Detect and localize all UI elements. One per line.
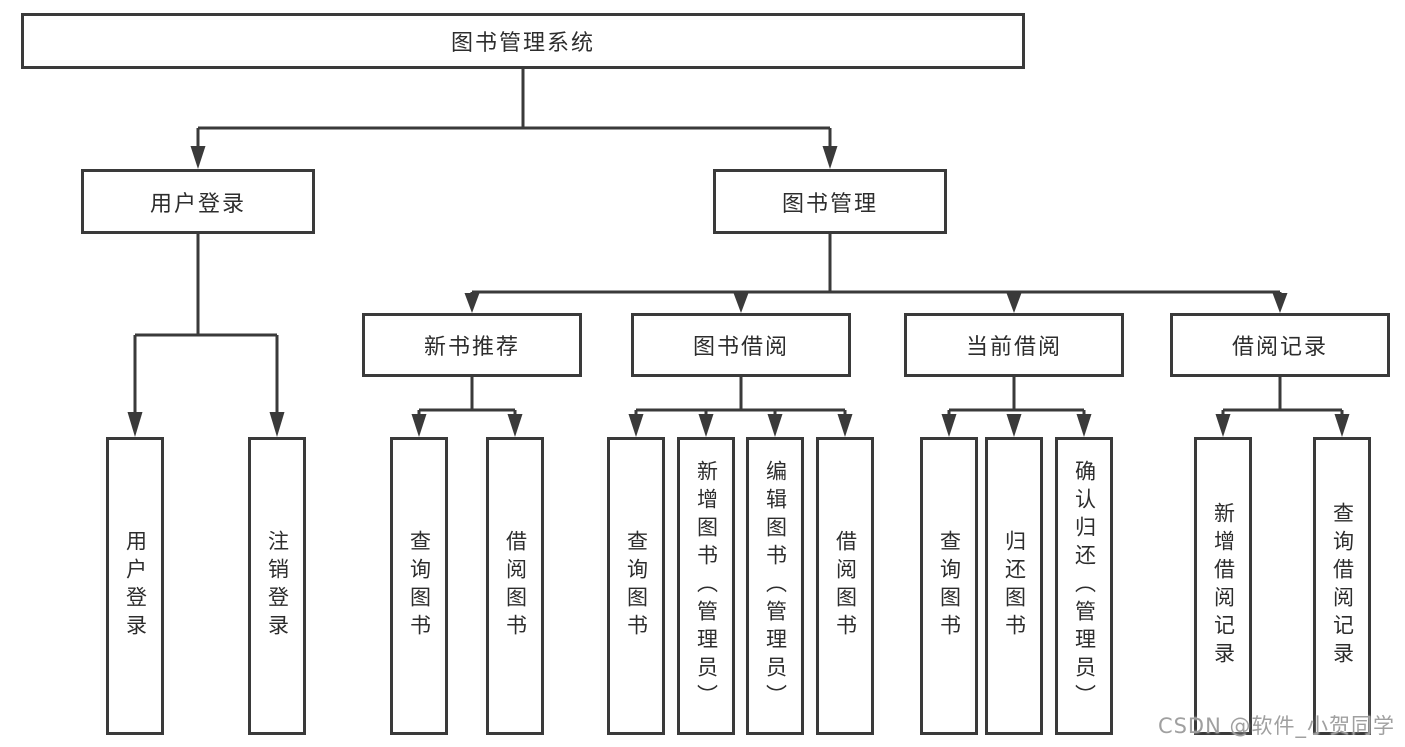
leaf-borrow-borrow-label: 借阅图书 (833, 530, 858, 642)
node-book-borrowing: 图书借阅 (631, 313, 851, 377)
leaf-logout-label: 注销登录 (265, 530, 290, 642)
leaf-newbook-query-label: 查询图书 (407, 530, 432, 642)
leaf-borrow-add-admin: 新增图书（管理员） (677, 437, 735, 735)
leaf-borrow-edit-admin: 编辑图书（管理员） (746, 437, 804, 735)
connector-userlogin-to-leaves (127, 234, 285, 437)
connector-borrowing-to-leaves (628, 377, 853, 437)
node-book-management-label: 图书管理 (781, 191, 878, 217)
leaf-current-query: 查询图书 (920, 437, 978, 735)
node-root-system: 图书管理系统 (21, 13, 1025, 69)
node-current-borrowing-label: 当前借阅 (965, 335, 1062, 360)
leaf-newbook-borrow-label: 借阅图书 (503, 530, 528, 642)
leaf-newbook-borrow: 借阅图书 (486, 437, 544, 735)
node-new-book-recommend-label: 新书推荐 (423, 335, 520, 360)
connector-root-to-level2 (190, 69, 838, 169)
leaf-record-add-label: 新增借阅记录 (1211, 502, 1236, 670)
node-book-borrowing-label: 图书借阅 (692, 335, 789, 360)
leaf-record-query: 查询借阅记录 (1313, 437, 1371, 735)
connector-records-to-leaves (1215, 377, 1350, 437)
leaf-current-confirm-admin-label: 确认归还（管理员） (1072, 460, 1097, 712)
connector-newbook-to-leaves (411, 377, 523, 437)
leaf-current-confirm-admin: 确认归还（管理员） (1055, 437, 1113, 735)
node-user-login-label: 用户登录 (149, 191, 246, 217)
node-user-login: 用户登录 (81, 169, 315, 234)
leaf-borrow-query-label: 查询图书 (624, 530, 649, 642)
leaf-logout: 注销登录 (248, 437, 306, 735)
leaf-record-add: 新增借阅记录 (1194, 437, 1252, 735)
csdn-watermark: CSDN @软件_小贺同学 (1157, 714, 1395, 738)
leaf-borrow-query: 查询图书 (607, 437, 665, 735)
leaf-user-login: 用户登录 (106, 437, 164, 735)
leaf-borrow-edit-admin-label: 编辑图书（管理员） (763, 460, 788, 712)
node-current-borrowing: 当前借阅 (904, 313, 1124, 377)
node-book-management: 图书管理 (713, 169, 947, 234)
node-borrowing-records: 借阅记录 (1170, 313, 1390, 377)
leaf-borrow-borrow: 借阅图书 (816, 437, 874, 735)
leaf-current-return-label: 归还图书 (1002, 530, 1027, 642)
leaf-current-return: 归还图书 (985, 437, 1043, 735)
leaf-record-query-label: 查询借阅记录 (1330, 502, 1355, 670)
leaf-user-login-label: 用户登录 (123, 530, 148, 642)
leaf-current-query-label: 查询图书 (937, 530, 962, 642)
leaf-newbook-query: 查询图书 (390, 437, 448, 735)
leaf-borrow-add-admin-label: 新增图书（管理员） (694, 460, 719, 712)
node-borrowing-records-label: 借阅记录 (1231, 335, 1328, 360)
connector-current-to-leaves (941, 377, 1092, 437)
node-root-label: 图书管理系统 (450, 31, 595, 56)
node-new-book-recommend: 新书推荐 (362, 313, 582, 377)
connector-bookmgmt-to-level3 (464, 234, 1288, 313)
